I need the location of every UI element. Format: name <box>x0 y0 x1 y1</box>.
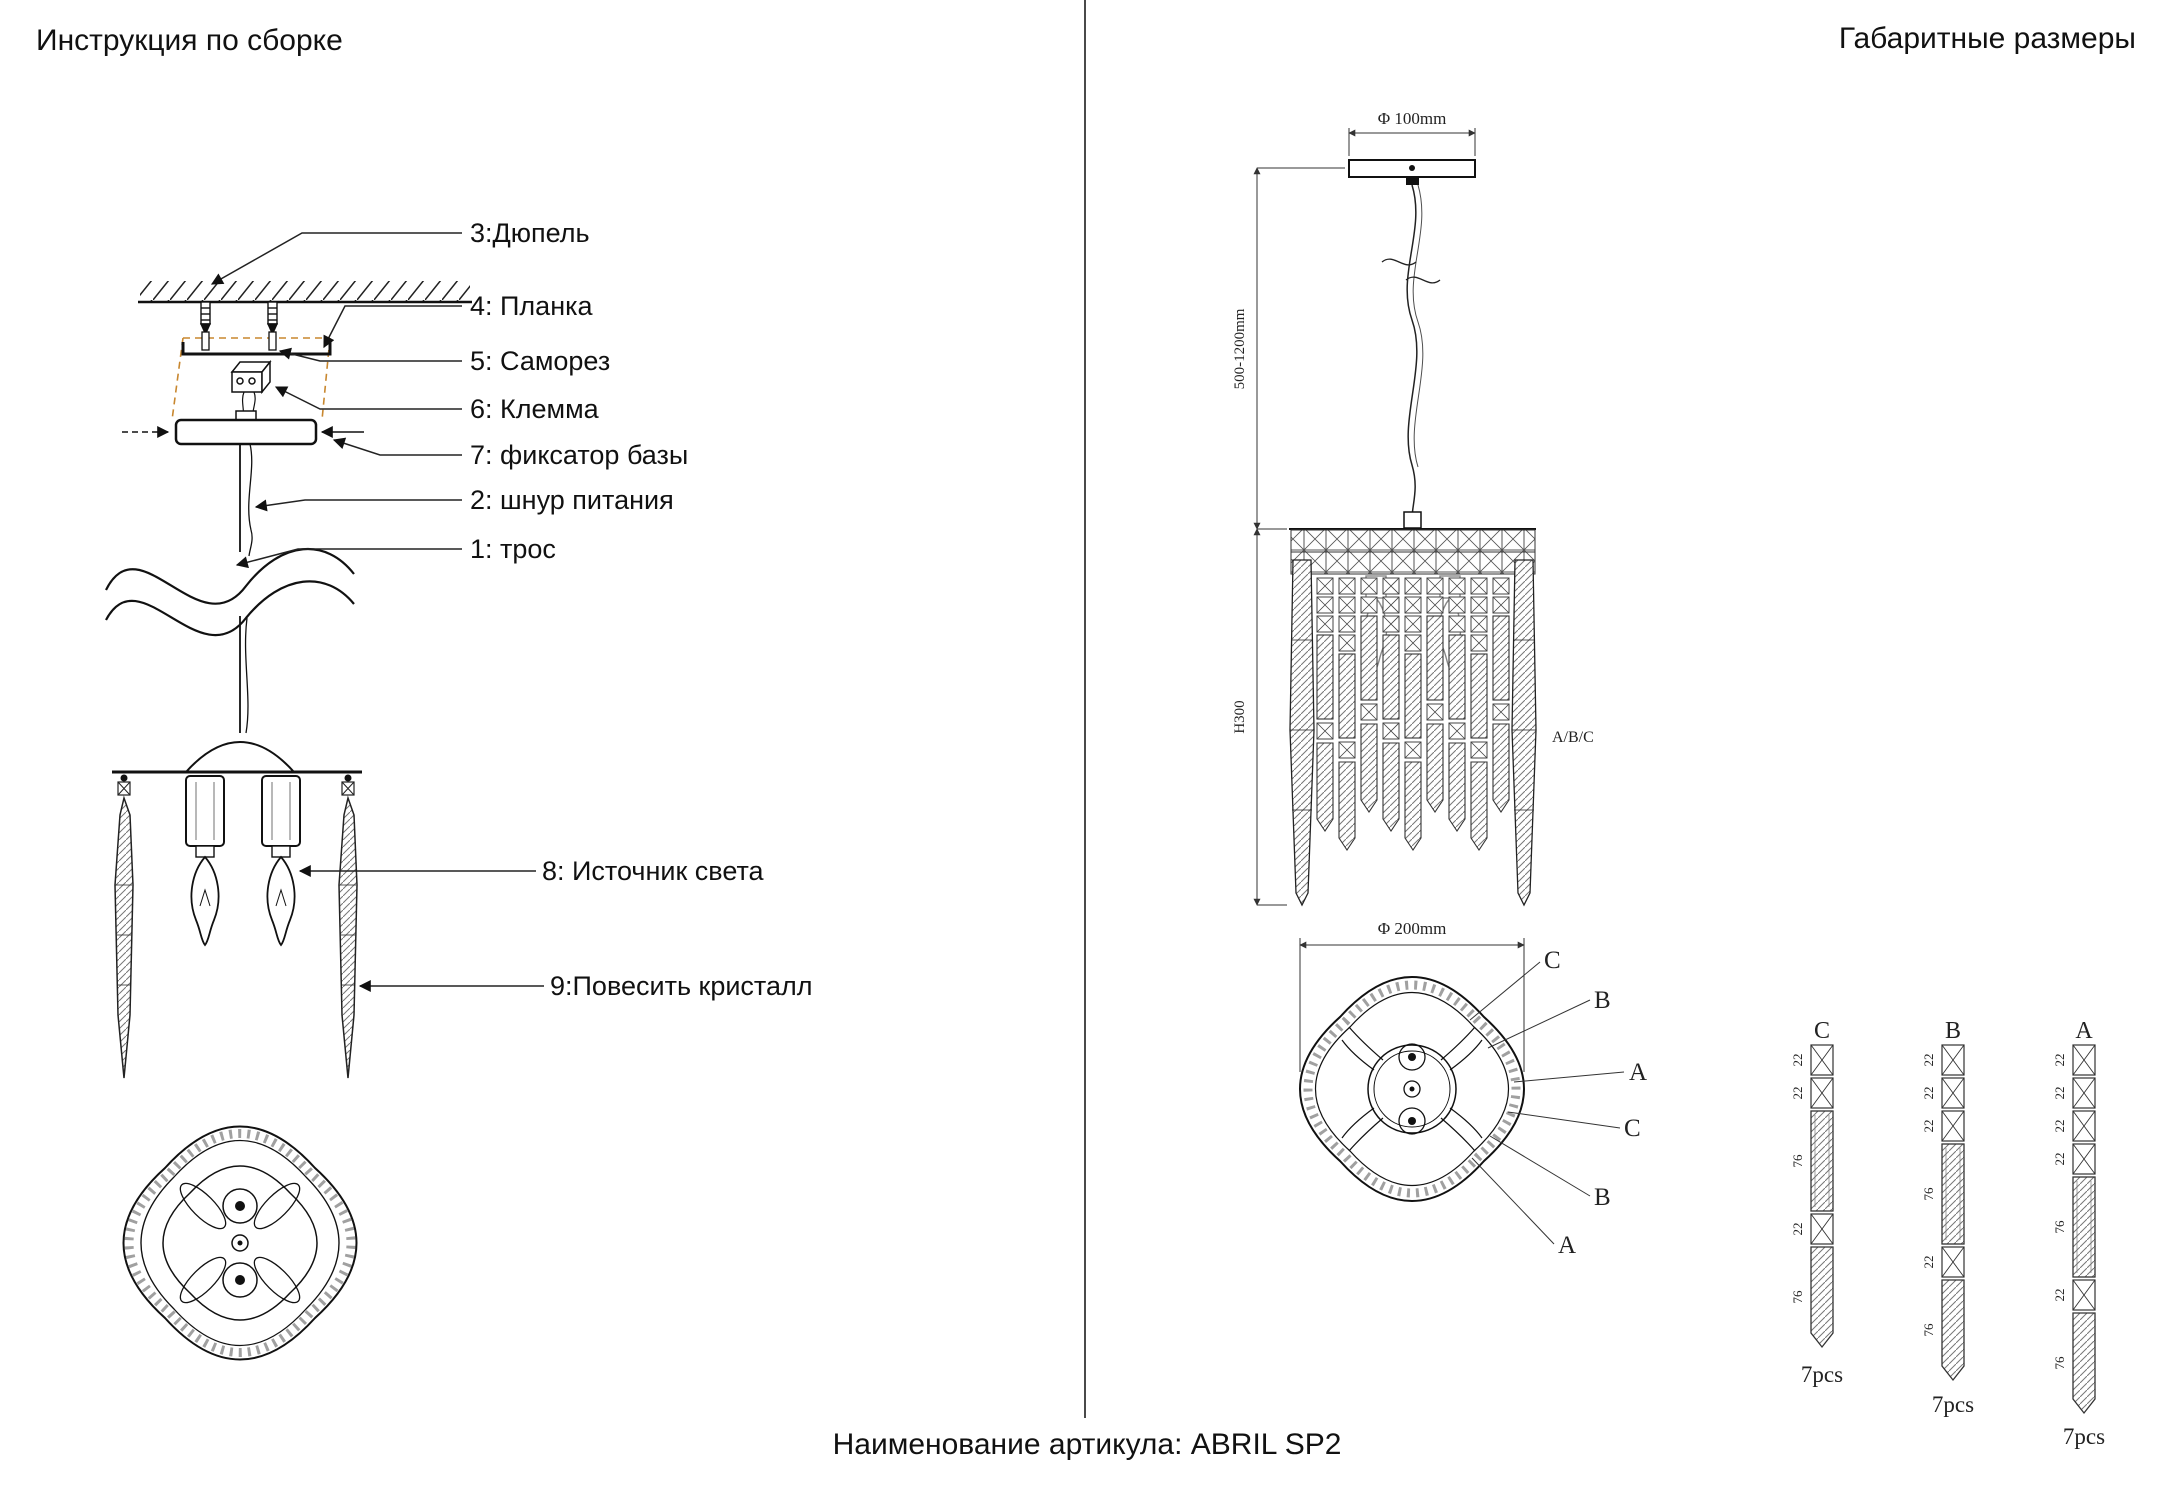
label-dowel: 3:Дюпель <box>470 218 590 248</box>
strand-detail-a: A 22 22 22 22 76 22 76 7pcs <box>2052 1018 2105 1449</box>
suspension-cable <box>1381 184 1441 528</box>
suspension-cables <box>239 443 253 734</box>
strand-qty: 7pcs <box>2063 1424 2105 1449</box>
ring-label: A <box>1629 1059 1647 1086</box>
seg-dim: 22 <box>2052 1153 2067 1166</box>
ring-label: C <box>1624 1115 1641 1142</box>
seg-dim: 22 <box>2052 1087 2067 1100</box>
seg-dim: 22 <box>1921 1120 1936 1133</box>
body-height-value: H300 <box>1232 700 1248 733</box>
strand-types-label: A/B/C <box>1552 729 1594 746</box>
dim-hanging-height: 500-1200mm <box>1232 167 1345 530</box>
body-bottom-view <box>1299 976 1525 1202</box>
strand-qty: 7pcs <box>1801 1362 1843 1387</box>
lamp-bottom-view <box>122 1125 358 1361</box>
assembly-diagram: 3:Дюпель 4: Планка 5: Саморез 6: Клемма … <box>105 218 813 1361</box>
seg-dim: 76 <box>1790 1290 1805 1304</box>
seg-dim: 22 <box>1790 1054 1805 1067</box>
dimensions-title: Габаритные размеры <box>1838 22 2136 55</box>
strand-detail-b: B 22 22 22 76 22 76 7pcs <box>1921 1018 1974 1417</box>
dowel-anchors <box>199 301 279 336</box>
ring-label: B <box>1594 1184 1611 1211</box>
ring-label: A <box>1558 1232 1576 1259</box>
seg-dim: 76 <box>2052 1220 2067 1234</box>
label-power-cord: 2: шнур питания <box>470 485 674 515</box>
panel-divider <box>1084 0 1086 1418</box>
label-light-source: 8: Источник света <box>542 856 765 886</box>
terminal-block <box>230 359 272 421</box>
label-bracket: 4: Планка <box>470 291 594 321</box>
crystal-strands <box>1316 577 1510 851</box>
strand-qty: 7pcs <box>1932 1392 1974 1417</box>
candle-bulbs <box>190 855 296 947</box>
seg-dim: 22 <box>2052 1120 2067 1133</box>
mounting-bracket <box>181 331 332 356</box>
seg-dim: 22 <box>1921 1256 1936 1269</box>
seg-dim: 76 <box>2052 1356 2067 1370</box>
dim-canopy-diameter: Φ 100mm <box>1348 109 1476 156</box>
strand-name: C <box>1814 1018 1830 1044</box>
ceiling-hatch <box>138 281 472 304</box>
label-screw: 5: Саморез <box>470 346 610 376</box>
body-diameter-value: Φ 200mm <box>1378 919 1447 938</box>
label-base-fixer: 7: фиксатор базы <box>470 440 688 470</box>
ring-label: B <box>1594 987 1611 1014</box>
assembly-title: Инструкция по сборке <box>36 24 343 57</box>
seg-dim: 22 <box>1790 1087 1805 1100</box>
strand-name: B <box>1945 1018 1961 1044</box>
chandelier-body: A/B/C <box>1289 511 1594 907</box>
label-terminal: 6: Клемма <box>470 394 600 424</box>
pendant-lamp <box>112 741 362 947</box>
article-name: Наименование артикула: ABRIL SP2 <box>832 1428 1342 1461</box>
strand-name: A <box>2075 1018 2093 1044</box>
label-cable: 1: трос <box>470 534 556 564</box>
dimensions-diagram: Φ 100mm <box>1232 109 2105 1449</box>
label-hang-crystal: 9:Повесить кристалл <box>550 971 813 1001</box>
seg-dim: 22 <box>1921 1054 1936 1067</box>
part-labels: 3:Дюпель 4: Планка 5: Саморез 6: Клемма … <box>470 218 813 1001</box>
cable-slack-wave <box>105 547 355 637</box>
crystal-pendants <box>114 781 358 1079</box>
seg-dim: 76 <box>1921 1187 1936 1201</box>
ring-type-callouts: C B A C B A <box>1469 947 1647 1259</box>
dim-body-diameter: Φ 200mm <box>1299 919 1525 1072</box>
seg-dim: 76 <box>1790 1154 1805 1168</box>
hanging-height-value: 500-1200mm <box>1232 308 1248 389</box>
canopy-diameter-value: Φ 100mm <box>1378 109 1447 128</box>
seg-dim: 76 <box>1921 1323 1936 1337</box>
seg-dim: 22 <box>1921 1087 1936 1100</box>
strand-detail-c: C 22 22 76 22 76 7pcs <box>1790 1018 1843 1387</box>
ring-label: C <box>1544 947 1561 974</box>
seg-dim: 22 <box>2052 1289 2067 1302</box>
leader-lines <box>210 232 544 992</box>
dim-body-height: H300 <box>1232 528 1287 906</box>
seg-dim: 22 <box>2052 1054 2067 1067</box>
edge-crystals <box>1289 559 1537 907</box>
base-plate <box>122 410 364 446</box>
ceiling-plate <box>1348 159 1476 185</box>
seg-dim: 22 <box>1790 1223 1805 1236</box>
